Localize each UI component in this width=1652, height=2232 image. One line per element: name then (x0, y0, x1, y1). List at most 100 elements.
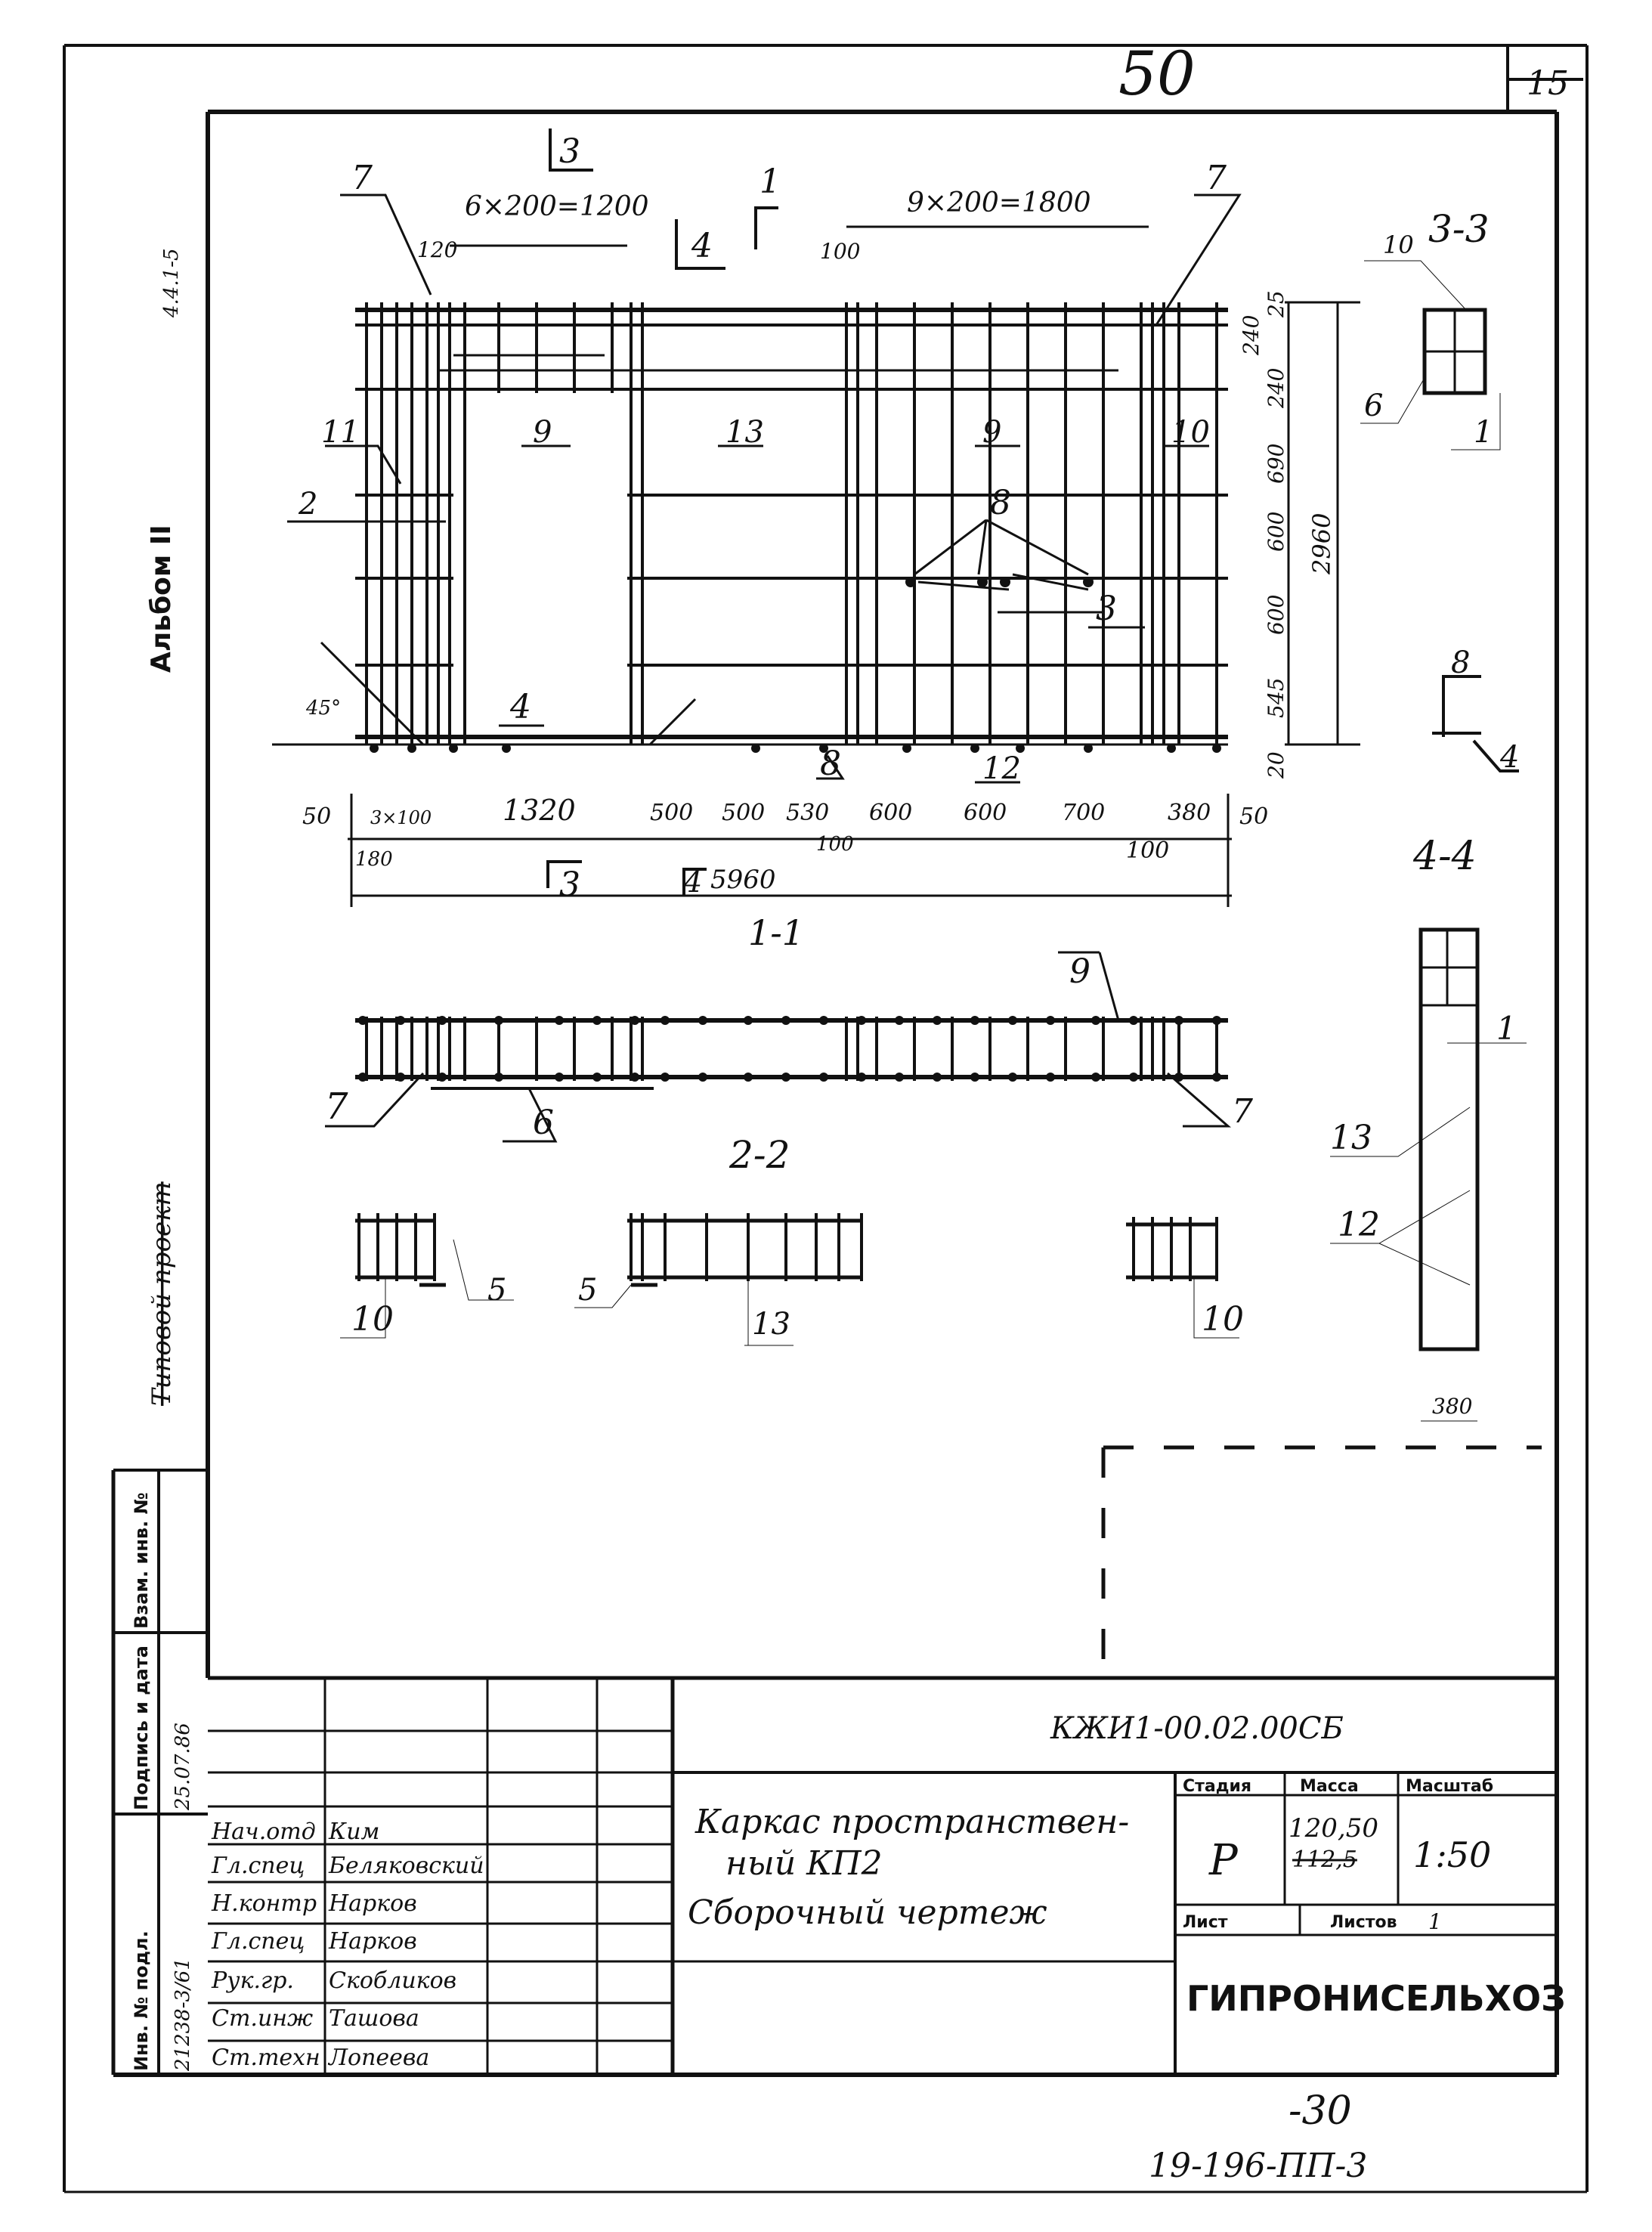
dim-r-545: 545 (1264, 678, 1288, 718)
corner-mark-box: 15 (1506, 45, 1583, 112)
section-1-1-dot (1008, 1073, 1017, 1082)
section-1-1-dot (1129, 1016, 1138, 1025)
section-1-1-dot (592, 1073, 602, 1082)
section-1-1-dot (1174, 1073, 1183, 1082)
project-label: Типовой проект (147, 1181, 177, 1406)
stage-header: Стадия (1183, 1777, 1251, 1796)
name-label: Лопеева (327, 2045, 429, 2071)
strip-inv-value: 21238-3/61 (172, 1958, 194, 2072)
dim-r-690: 690 (1264, 444, 1288, 484)
elevation-rebar-dot (977, 577, 988, 587)
role-label: Нач.отд (211, 1819, 316, 1845)
title-block-rows: Нач.отдГл.спецН.контрГл.спецРук.гр.Ст.ин… (208, 1729, 673, 2071)
strip-header-sign: Подпись и дата (131, 1645, 152, 1810)
name-label: Нарков (328, 1928, 417, 1955)
dim-b-50a: 50 (302, 803, 331, 830)
angle-45: 45° (305, 697, 341, 720)
dim-b-50b: 50 (1239, 803, 1268, 830)
section-1-1-dot (970, 1016, 979, 1025)
elev-callout-13: 13 (725, 415, 764, 450)
s22-callout-5b: 5 (578, 1273, 597, 1308)
sheet-number: 50 (1118, 39, 1196, 109)
s22-callout-13: 13 (752, 1307, 790, 1342)
section-1-1-dot (358, 1016, 367, 1025)
section-1-1-dot (358, 1073, 367, 1082)
elevation-rebar-dot (970, 744, 979, 753)
dim-r-600a: 600 (1264, 512, 1288, 552)
dim-6x200: 6×200=1200 (465, 191, 649, 222)
dim-b-5960: 5960 (710, 865, 776, 895)
corner-mark: 15 (1527, 64, 1569, 103)
scale-value: 1:50 (1413, 1834, 1491, 1875)
section-1-1-dot (438, 1016, 447, 1025)
dim-b-180: 180 (355, 848, 393, 871)
s44-callout-1: 1 (1496, 1010, 1517, 1047)
section-1-1-dot (494, 1016, 503, 1025)
section-1-1-dot (1212, 1016, 1221, 1025)
mass-old: 112,5 (1292, 1847, 1357, 1873)
elev-callout-8a: 8 (990, 484, 1011, 522)
elevation-rebar-dot (1000, 577, 1010, 587)
elevation-rebar-dot (1084, 744, 1093, 753)
cut-mark-4-top: 4 (691, 227, 713, 265)
elev-callout-11: 11 (321, 415, 360, 450)
role-label: Ст.техн (212, 2045, 320, 2071)
dim-b-700: 700 (1062, 800, 1105, 826)
inner-frame (111, 110, 1559, 2077)
elevation-rebar-dot (502, 744, 511, 753)
elevation-rebar-dot (1167, 744, 1176, 753)
elev-callout-7a: 7 (351, 159, 373, 197)
section-1-1-dot (895, 1016, 904, 1025)
dim-r-240b: 240 (1264, 368, 1288, 409)
section-1-1-bars (358, 1016, 1221, 1082)
cut-marks (546, 128, 778, 896)
dim-b-500b: 500 (722, 800, 765, 826)
section-1-1-dot (1212, 1073, 1221, 1082)
section-1-1-dot (1091, 1016, 1100, 1025)
s22-callout-10a: 10 (351, 1300, 394, 1339)
elevation-rebar-dot (1083, 577, 1094, 587)
s11-callout-9: 9 (1069, 952, 1091, 991)
dim-b-1320: 1320 (503, 794, 576, 827)
elev-callout-10: 10 (1171, 415, 1210, 450)
section-1-1-dot (744, 1016, 753, 1025)
dim-b-530: 530 (786, 800, 829, 826)
mass-header: Масса (1300, 1777, 1359, 1796)
section-1-1-dot (819, 1016, 828, 1025)
elev-callout-4: 4 (509, 688, 531, 726)
section-1-1-title: 1-1 (748, 912, 804, 953)
section-3-3-title: 3-3 (1428, 207, 1490, 251)
s44-dim-380: 380 (1432, 1394, 1472, 1419)
section-1-1-dot (1174, 1016, 1183, 1025)
elevation-rebar-dot (370, 744, 379, 753)
elev-callout-8b: 8 (820, 745, 841, 783)
name-label: Ким (328, 1819, 379, 1845)
dim-r-600b: 600 (1264, 595, 1288, 635)
project-code: 19-196-ПП-3 (1149, 2147, 1367, 2185)
dim-r-25: 25 (1264, 290, 1288, 318)
section-2-2-title: 2-2 (729, 1133, 790, 1177)
section-1-1-dot (438, 1073, 447, 1082)
page-mark: -30 (1288, 2088, 1352, 2134)
section-1-1-dot (1091, 1073, 1100, 1082)
dim-b-500a: 500 (650, 800, 693, 826)
name-label: Беляковский (328, 1853, 484, 1879)
title-line-2: ный КП2 (725, 1844, 883, 1883)
section-1-1-dot (396, 1016, 405, 1025)
section-1-1-dot (781, 1073, 790, 1082)
elevation-rebar-dot (819, 744, 828, 753)
role-label: Гл.спец (211, 1853, 305, 1879)
elev-callout-9b: 9 (982, 415, 1001, 450)
s11-callout-6: 6 (533, 1104, 554, 1142)
strip-date-value: 25.07.86 (172, 1723, 194, 1811)
sheets-value: 1 (1428, 1909, 1442, 1934)
elevation-rebar-dots (370, 577, 1221, 753)
elevation-rebar-dot (751, 744, 760, 753)
dashed-placeholder (1101, 1445, 1542, 1678)
sheet-label: Лист (1183, 1913, 1228, 1932)
dim-b-600a: 600 (869, 800, 912, 826)
title-line-3: Сборочный чертеж (688, 1893, 1047, 1932)
album-label: Альбом II (146, 525, 177, 673)
dim-b-600b: 600 (964, 800, 1007, 826)
section-1-1-dot (819, 1073, 828, 1082)
